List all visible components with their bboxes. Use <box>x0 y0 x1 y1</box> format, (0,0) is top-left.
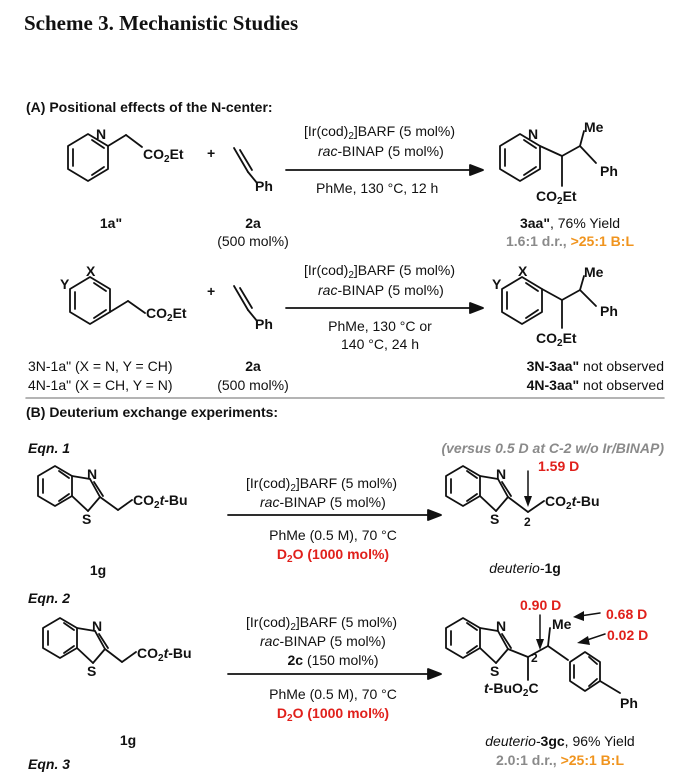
condition-solvent: PhMe (0.5 M), 70 °C <box>269 527 397 543</box>
nitrogen-atom: N <box>496 618 507 634</box>
product-selectivity: 1.6:1 d.r., >25:1 B:L <box>505 233 635 249</box>
phenyl-group: Ph <box>620 695 638 711</box>
section-a-heading: (A) Positional effects of the N-center: <box>26 99 273 115</box>
tert-butyl-ester: CO2t-Bu <box>545 493 600 512</box>
product-label-3aa: 3aa", 76% Yield <box>519 215 621 231</box>
ester-group: CO2Et <box>536 330 577 349</box>
eqn-2-label: Eqn. 2 <box>28 590 71 606</box>
condition-catalyst: [Ir(cod)2]BARF (5 mol%) <box>304 262 456 281</box>
product-3n-3aa-result: 3N-3aa" not observed <box>526 358 664 374</box>
reagent-amount: (500 mol%) <box>217 377 289 393</box>
methyl-group: Me <box>552 616 572 632</box>
condition-solvent: PhMe (0.5 M), 70 °C <box>269 686 397 702</box>
nitrogen-atom: N <box>87 466 98 482</box>
sulfur-atom: S <box>82 511 92 527</box>
deuterium-label-c2: 0.90 D <box>520 597 562 613</box>
condition-catalyst: [Ir(cod)2]BARF (5 mol%) <box>304 123 456 142</box>
section-b-heading: (B) Deuterium exchange experiments: <box>26 404 279 420</box>
position-label: 2 <box>531 651 538 665</box>
x-atom: X <box>518 263 528 279</box>
methyl-group: Me <box>584 119 604 135</box>
sulfur-atom: S <box>490 511 500 527</box>
plus-sign: + <box>207 283 216 299</box>
nitrogen-atom: N <box>96 126 107 142</box>
condition-catalyst: [Ir(cod)2]BARF (5 mol%) <box>246 475 398 494</box>
condition-ligand: rac-BINAP (5 mol%) <box>318 143 444 159</box>
condition-catalyst: [Ir(cod)2]BARF (5 mol%) <box>246 614 398 633</box>
reagent-label-2a: 2a <box>245 358 261 374</box>
compound-label-1a: 1a" <box>99 215 123 231</box>
ester-group: CO2Et <box>146 305 187 324</box>
condition-d2o: D2O (1000 mol%) <box>276 705 390 724</box>
product-selectivity: 2.0:1 d.r., >25:1 B:L <box>495 752 625 768</box>
condition-ligand: rac-BINAP (5 mol%) <box>318 282 444 298</box>
product-label-deuterio-3gc: deuterio-3gc, 96% Yield <box>485 733 635 749</box>
tert-butyl-ester: CO2t-Bu <box>133 492 188 511</box>
nitrogen-atom: N <box>528 126 539 142</box>
product-4n-3aa-result: 4N-3aa" not observed <box>526 377 664 393</box>
compound-label-3n-1a: 3N-1a" (X = N, Y = CH) <box>28 358 173 374</box>
sulfur-atom: S <box>490 663 500 679</box>
nitrogen-atom: N <box>496 466 507 482</box>
phenyl-group: Ph <box>255 178 273 194</box>
position-label: 2 <box>524 515 531 529</box>
phenyl-group: Ph <box>600 303 618 319</box>
x-atom: X <box>86 263 96 279</box>
page-title: Scheme 3. Mechanistic Studies <box>24 11 299 35</box>
control-note: (versus 0.5 D at C-2 w/o Ir/BINAP) <box>441 440 664 456</box>
condition-ligand: rac-BINAP (5 mol%) <box>260 633 386 649</box>
compound-label-1g: 1g <box>119 732 137 748</box>
plus-sign: + <box>207 145 216 161</box>
ester-group: CO2Et <box>536 188 577 207</box>
condition-solvent: PhMe, 130 °C, 12 h <box>316 180 439 196</box>
product-label-deuterio-1g: deuterio-1g <box>489 560 561 576</box>
deuterium-label-methyl: 0.68 D <box>606 606 648 622</box>
condition-temperature: 140 °C, 24 h <box>341 336 419 352</box>
condition-d2o: D2O (1000 mol%) <box>276 546 390 565</box>
condition-solvent: PhMe, 130 °C or <box>328 318 432 334</box>
condition-additive: 2c (150 mol%) <box>287 652 379 668</box>
phenyl-group: Ph <box>600 163 618 179</box>
sulfur-atom: S <box>87 663 97 679</box>
compound-label-4n-1a: 4N-1a" (X = CH, Y = N) <box>28 377 173 393</box>
tert-butyl-ester: t-BuO2C <box>484 680 539 699</box>
eqn-1-label: Eqn. 1 <box>28 440 71 456</box>
reagent-amount: (500 mol%) <box>217 233 289 249</box>
y-atom: Y <box>60 276 70 292</box>
nitrogen-atom: N <box>92 618 103 634</box>
eqn-3-label: Eqn. 3 <box>28 756 71 772</box>
deuterium-label-benzylic: 0.02 D <box>607 627 649 643</box>
compound-label-1g: 1g <box>89 562 107 578</box>
reagent-label-2a: 2a <box>245 215 261 231</box>
condition-ligand: rac-BINAP (5 mol%) <box>260 494 386 510</box>
methyl-group: Me <box>584 264 604 280</box>
y-atom: Y <box>492 276 502 292</box>
tert-butyl-ester: CO2t-Bu <box>137 645 192 664</box>
ester-group: CO2Et <box>143 146 184 165</box>
deuterium-label: 1.59 D <box>538 458 580 474</box>
phenyl-group: Ph <box>255 316 273 332</box>
